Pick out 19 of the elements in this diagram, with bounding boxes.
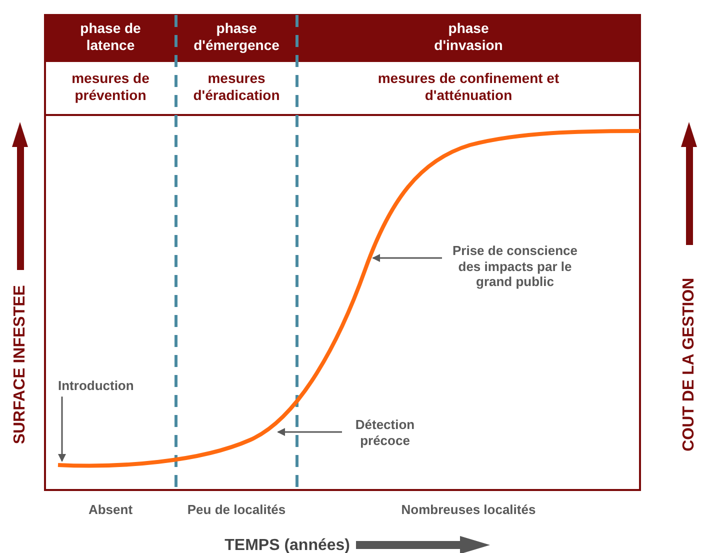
measure-label: mesures de confinement et d'atténuation (376, 70, 560, 104)
axis-label: COUT DE LA GESTION (679, 276, 698, 454)
annotation-text: Introduction (58, 378, 148, 394)
growth-curve (58, 129, 640, 468)
annotation-text: Prise de conscience des impacts par le grand public (445, 243, 585, 290)
phase-heading: phase de latence (79, 20, 142, 54)
stage-label: Peu de localités (186, 502, 287, 518)
annotation-text: Détection précoce (345, 417, 425, 448)
stage-label: Absent (87, 502, 134, 518)
measure-label: mesures de prévention (70, 70, 150, 104)
axis-label: TEMPS (années) (224, 536, 350, 553)
phase-heading: phase d'invasion (433, 20, 504, 54)
axis-label: SURFACE INFESTEE (10, 284, 30, 446)
leader-arrow (58, 396, 66, 462)
measure-label: mesures d'éradication (192, 70, 281, 104)
phase-heading: phase d'émergence (192, 20, 280, 54)
leader-arrow (372, 254, 442, 262)
leader-arrow (277, 428, 342, 436)
stage-label: Nombreuses localités (400, 502, 537, 518)
